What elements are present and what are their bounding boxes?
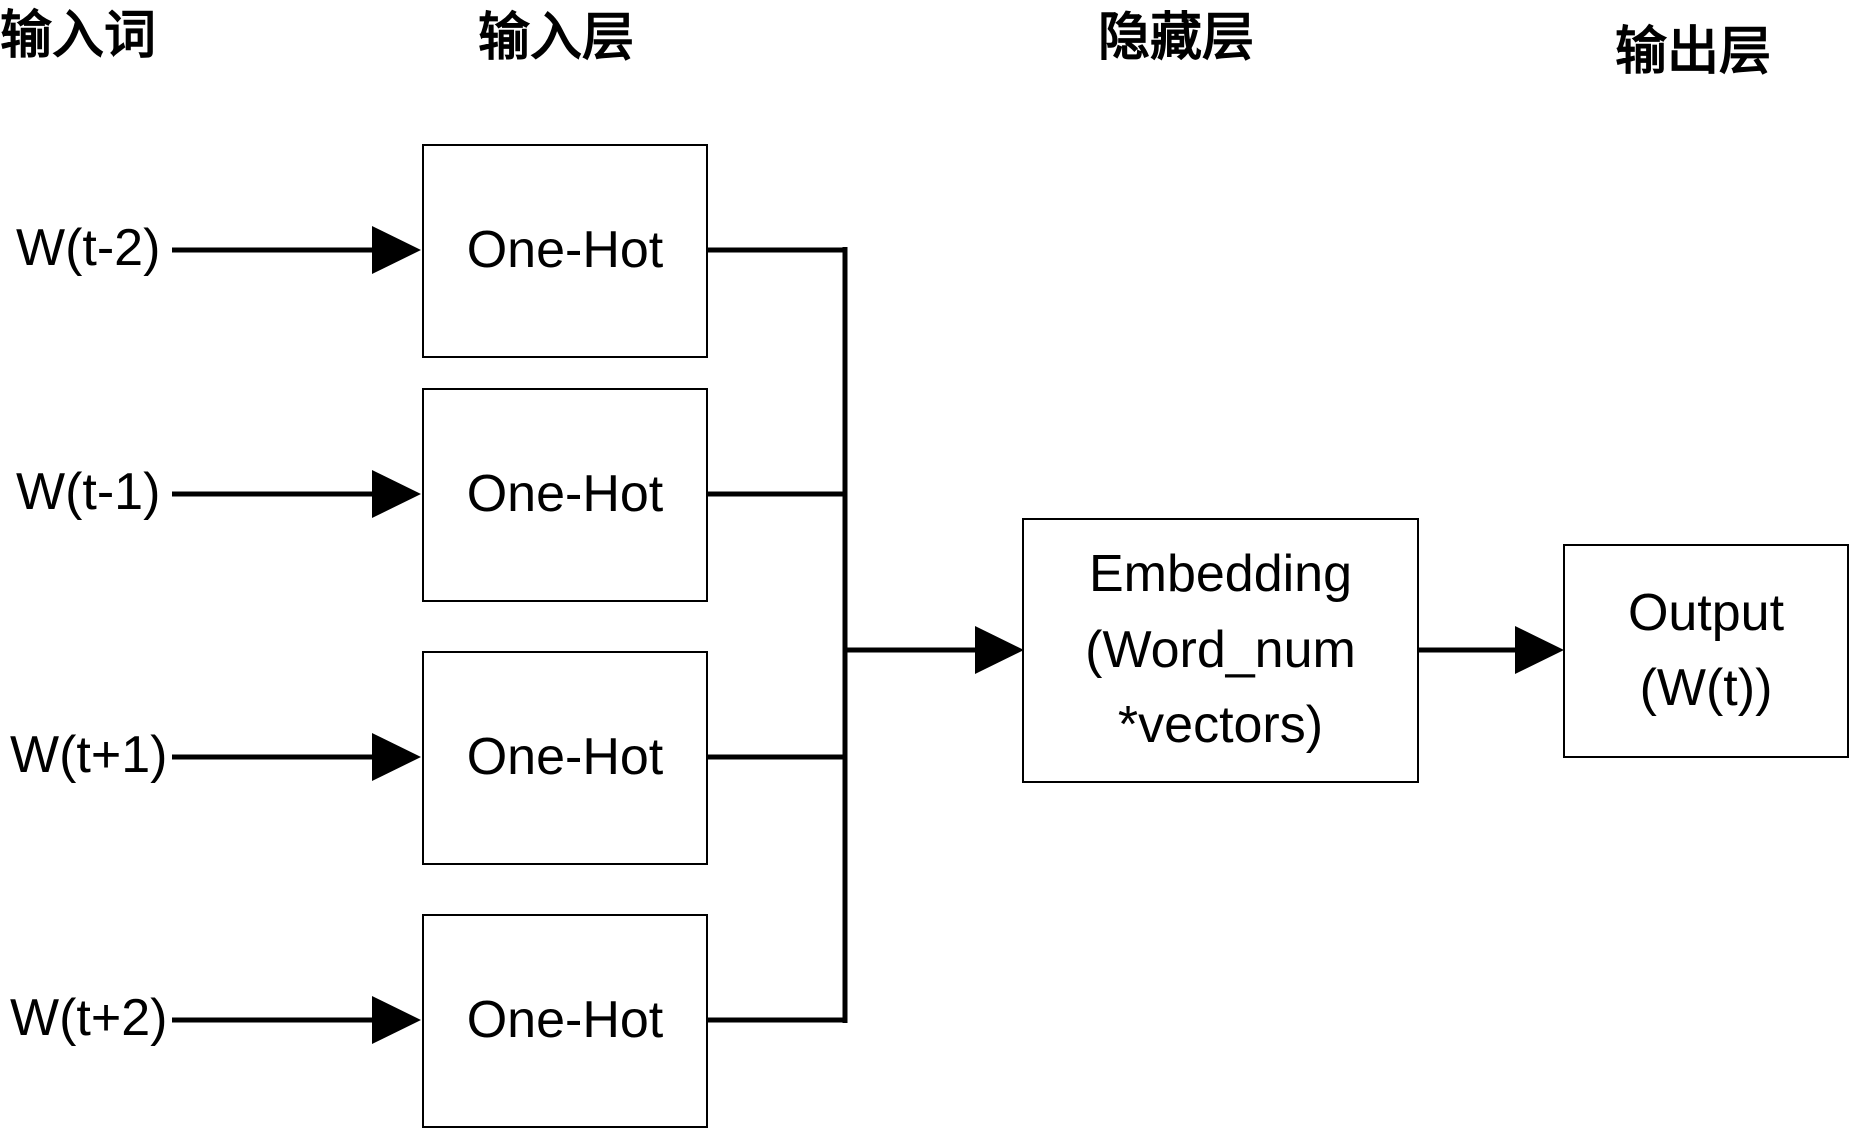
output-box: Output (W(t)) xyxy=(1563,544,1849,758)
arrowhead-hidden xyxy=(975,626,1024,674)
onehot-label-2: One-Hot xyxy=(466,465,664,524)
onehot-box-4: One-Hot xyxy=(422,914,708,1128)
onehot-label-3: One-Hot xyxy=(466,728,664,787)
arrowhead-word-3 xyxy=(372,733,421,781)
header-hidden-layer: 隐藏层 xyxy=(1098,8,1255,68)
arrowhead-word-1 xyxy=(372,226,421,274)
input-word-2: W(t-1) xyxy=(16,463,161,521)
header-output-layer: 输出层 xyxy=(1615,22,1772,82)
arrowhead-word-4 xyxy=(372,996,421,1044)
embedding-label-line2: (Word_num xyxy=(1085,620,1356,679)
onehot-box-1: One-Hot xyxy=(422,144,708,358)
arrowhead-output xyxy=(1515,626,1564,674)
header-input-words: 输入词 xyxy=(0,6,157,66)
onehot-box-3: One-Hot xyxy=(422,651,708,865)
embedding-box: Embedding (Word_num *vectors) xyxy=(1022,518,1419,783)
header-input-layer: 输入层 xyxy=(478,8,635,68)
output-label-line2: (W(t)) xyxy=(1639,659,1773,717)
onehot-box-2: One-Hot xyxy=(422,388,708,602)
embedding-label-line3: *vectors) xyxy=(1117,696,1324,755)
onehot-label-4: One-Hot xyxy=(466,991,664,1050)
arrowhead-word-2 xyxy=(372,470,421,518)
input-word-4: W(t+2) xyxy=(10,989,168,1047)
output-label-line1: Output xyxy=(1627,583,1785,642)
onehot-label-1: One-Hot xyxy=(466,221,664,280)
input-word-3: W(t+1) xyxy=(10,726,168,784)
input-word-1: W(t-2) xyxy=(16,219,161,277)
embedding-label-line1: Embedding xyxy=(1088,545,1353,604)
